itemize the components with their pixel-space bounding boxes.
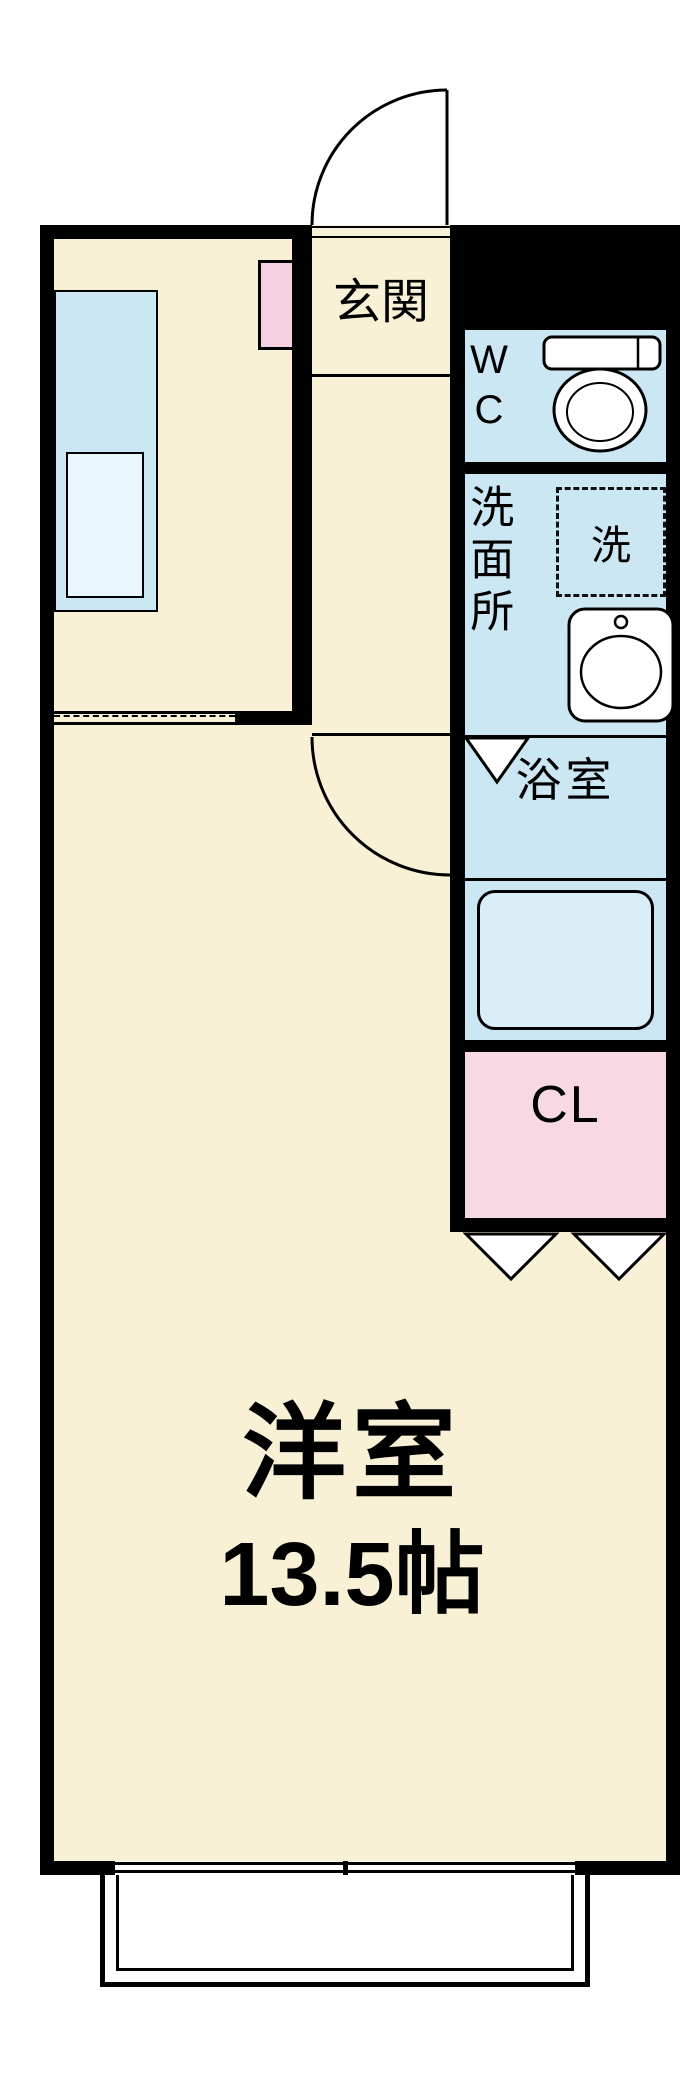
bath-partition-line <box>465 878 666 881</box>
entrance-threshold-line <box>312 236 450 238</box>
washroom-label: 洗面所 <box>463 484 513 640</box>
wall-outer-bottom-left <box>40 1861 115 1875</box>
wc-label: WC <box>467 338 511 438</box>
wall-outer-right <box>666 225 680 1875</box>
wall-bath-closet <box>465 1040 666 1052</box>
bathtub-icon <box>477 890 654 1030</box>
kitchen-slider-dashes <box>54 715 235 717</box>
balcony-inner-line <box>116 1875 574 1971</box>
washing-machine-label: 洗 <box>591 524 631 568</box>
closet-door-triangles <box>462 1232 668 1282</box>
room-door-arc <box>310 736 451 877</box>
wall-outer-left <box>40 225 54 1875</box>
wall-wc-washroom <box>465 462 666 474</box>
sink-icon <box>567 607 675 723</box>
wall-corridor-left <box>292 239 312 725</box>
balcony-outline <box>100 1875 590 1987</box>
room-door-sill <box>312 733 450 736</box>
main-room-size: 13.5帖 <box>219 1525 485 1625</box>
entrance-threshold-line <box>312 226 450 228</box>
genkan-label: 玄関 <box>332 276 429 329</box>
wall-outer-top <box>40 225 312 239</box>
main-room-label: 洋室 <box>241 1396 462 1512</box>
bath-door-triangle <box>463 736 531 785</box>
solid-structure-block <box>450 225 680 330</box>
wall-kitchen-bottom <box>235 711 312 725</box>
wall-outer-bottom-right <box>575 1861 680 1875</box>
entrance-step-line <box>312 374 450 377</box>
entrance-door-arc <box>310 88 449 226</box>
toilet-icon <box>542 335 662 453</box>
wall-washroom-bath <box>465 735 666 738</box>
closet-floor <box>465 1052 666 1218</box>
kitchen-sink <box>66 452 144 598</box>
kitchen-slider-line <box>54 711 235 714</box>
wall-closet-bottom <box>450 1218 680 1232</box>
bathroom-label: 浴室 <box>515 754 616 806</box>
closet-label: CL <box>530 1076 601 1134</box>
kitchen-slider-line <box>54 722 235 725</box>
wall-column-inner <box>450 330 465 1218</box>
washing-machine-box: 洗 <box>556 487 666 597</box>
entrance-threshold <box>312 225 450 239</box>
balcony-window-center-tick <box>343 1861 348 1875</box>
